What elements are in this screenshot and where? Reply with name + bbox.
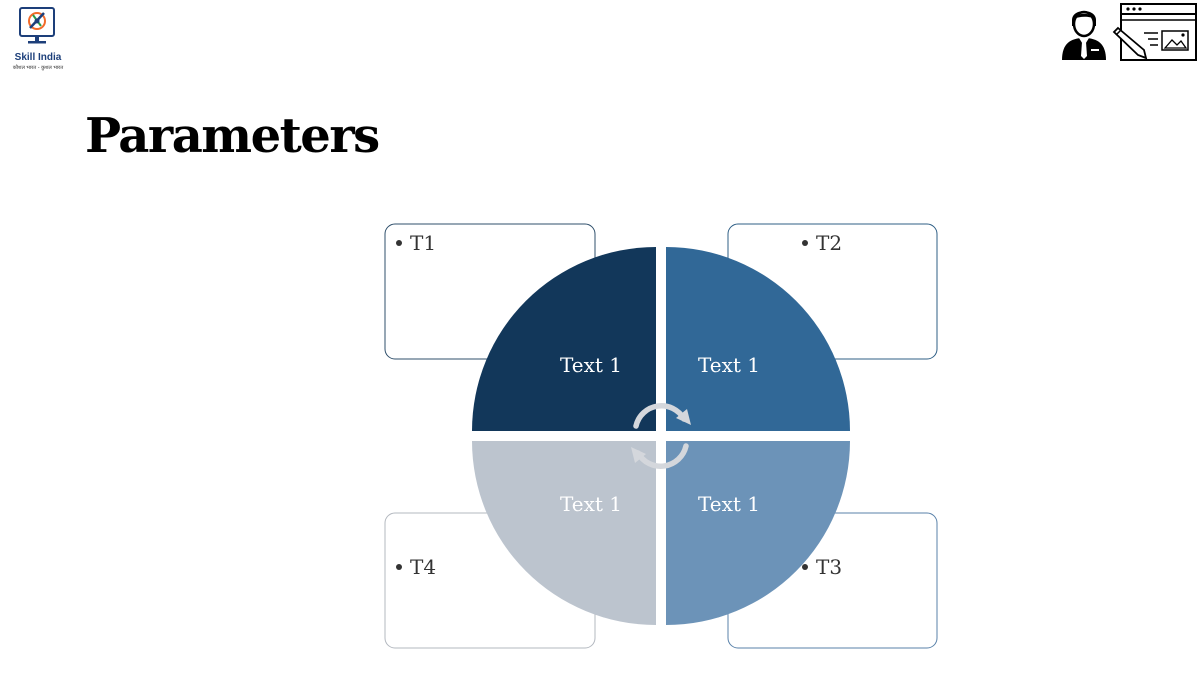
note-text-t1: T1 bbox=[410, 231, 436, 255]
skill-india-logo-icon bbox=[19, 7, 55, 44]
bullet-t3 bbox=[802, 564, 808, 570]
bullet-t1 bbox=[396, 240, 402, 246]
cycle-arrows-icon bbox=[631, 403, 691, 469]
quadrant-label-2: Text 1 bbox=[698, 353, 760, 377]
page-title: Parameters bbox=[85, 108, 380, 164]
skill-india-logo: Skill India कौशल भारत - कुशल भारत bbox=[8, 6, 68, 74]
quadrant-label-4: Text 1 bbox=[560, 492, 622, 516]
header-icons bbox=[1058, 2, 1198, 62]
bullet-t2 bbox=[802, 240, 808, 246]
note-text-t2: T2 bbox=[816, 231, 842, 255]
presentation-board-icon bbox=[1112, 3, 1197, 61]
quadrant-label-1: Text 1 bbox=[560, 353, 622, 377]
bullet-t4 bbox=[396, 564, 402, 570]
quadrant-label-3: Text 1 bbox=[698, 492, 760, 516]
quadrant-top-right bbox=[666, 247, 850, 431]
quadrant-bottom-left bbox=[472, 441, 656, 625]
quadrant-bottom-right bbox=[666, 441, 850, 625]
note-text-t3: T3 bbox=[816, 555, 842, 579]
logo-name: Skill India bbox=[14, 52, 62, 63]
quadrant-top-left bbox=[472, 247, 656, 431]
trainer-person-icon bbox=[1062, 10, 1106, 60]
logo-tagline: कौशल भारत - कुशल भारत bbox=[12, 65, 64, 71]
note-text-t4: T4 bbox=[410, 555, 436, 579]
